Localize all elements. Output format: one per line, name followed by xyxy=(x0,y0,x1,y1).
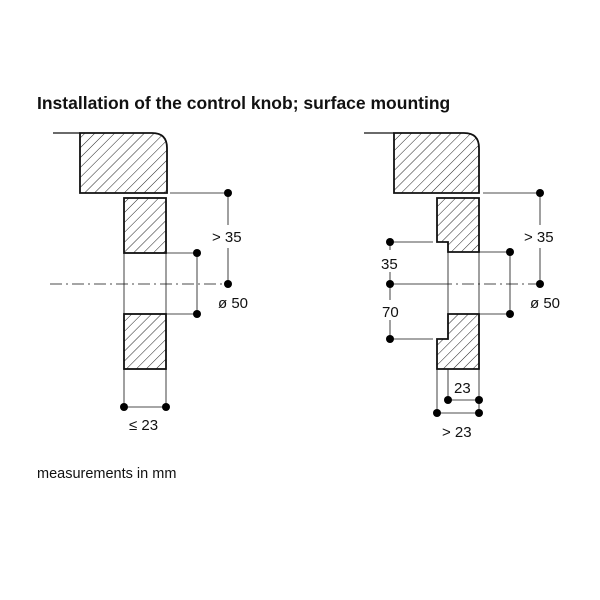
panel-lower-section xyxy=(123,313,167,370)
panel-upper-section xyxy=(436,197,480,253)
left-diagram xyxy=(50,132,232,411)
right-height-label: > 35 xyxy=(524,229,554,246)
dimension-lines xyxy=(50,192,229,408)
right-diagram xyxy=(364,132,544,417)
dimension-dots xyxy=(120,189,232,411)
left-thickness-label: ≤ 23 xyxy=(129,417,158,434)
right-diameter-label: ø 50 xyxy=(530,295,560,312)
dimension-dots xyxy=(386,189,544,417)
countertop-section xyxy=(79,132,168,194)
recess-bottom-label: 70 xyxy=(382,304,399,321)
recess-top-label: 35 xyxy=(381,256,398,273)
page-title: Installation of the control knob; surfac… xyxy=(37,93,451,113)
panel-lower-section xyxy=(436,313,480,370)
countertop-section xyxy=(393,132,480,194)
dimension-lines xyxy=(389,192,541,414)
panel-upper-section xyxy=(123,197,167,254)
left-height-label: > 35 xyxy=(212,229,242,246)
inner-thickness-label: 23 xyxy=(454,380,471,397)
left-diameter-label: ø 50 xyxy=(218,295,248,312)
right-thickness-label: > 23 xyxy=(442,424,472,441)
measurement-unit-note: measurements in mm xyxy=(37,466,177,482)
